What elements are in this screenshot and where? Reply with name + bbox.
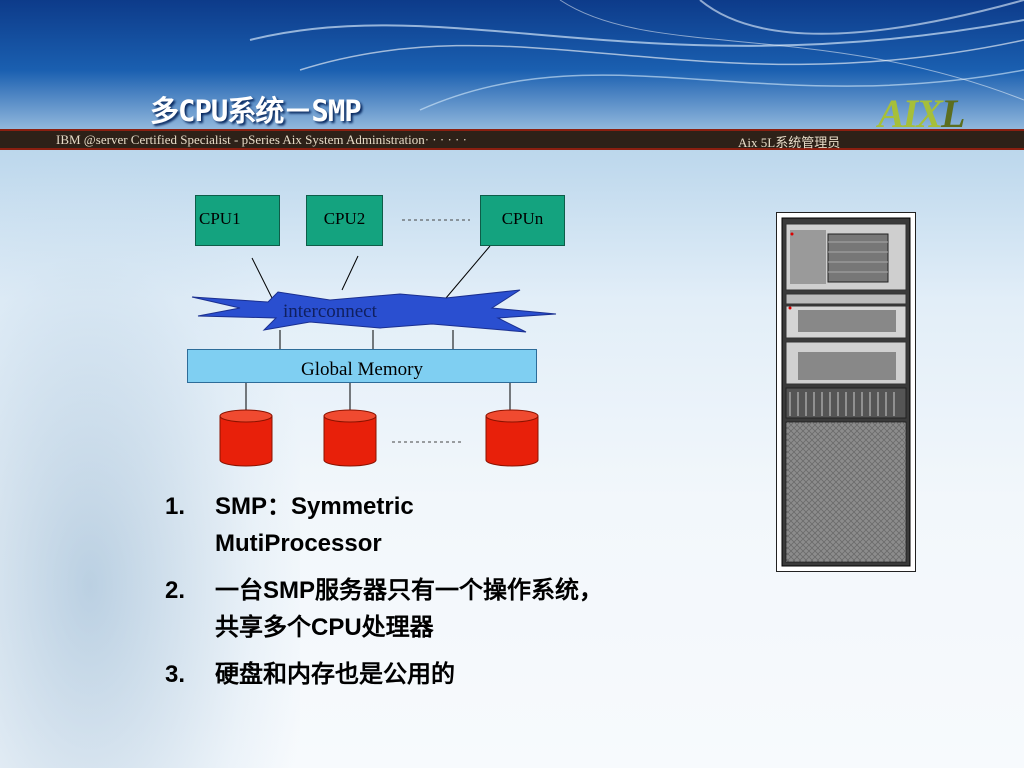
disk-3 [485, 409, 539, 467]
banner-course-title: IBM @server Certified Specialist - pSeri… [56, 132, 467, 147]
interconnect-label: interconnect [283, 301, 377, 322]
list-text-line: 一台SMP服务器只有一个操作系统， [215, 577, 604, 604]
logo-suffix: L [940, 91, 965, 136]
list-number: 2. [165, 577, 186, 604]
logo-text: AIX [878, 91, 943, 136]
list-number: 1. [165, 493, 186, 520]
list-item: 1. SMP：Symmetric MutiProcessor [165, 488, 725, 562]
cpu-box-n: CPUn [480, 195, 565, 246]
aix-logo: AIXL [878, 90, 965, 137]
cpu1-link [251, 257, 273, 299]
disk-2 [323, 409, 377, 467]
list-item: 2. 一台SMP服务器只有一个操作系统， 共享多个CPU处理器 [165, 572, 725, 646]
list-text-line: 共享多个CPU处理器 [215, 614, 434, 641]
slide-title: 多CPU系统－SMP [150, 94, 362, 128]
list-text-line: SMP：Symmetric [215, 493, 414, 520]
interconnect-shape [191, 289, 557, 333]
header-banner: IBM @server Certified Specialist - pSeri… [0, 129, 1024, 150]
list-text-line: 硬盘和内存也是公用的 [215, 661, 455, 688]
cpu-box-2: CPU2 [306, 195, 383, 246]
bullet-list: 1. SMP：Symmetric MutiProcessor 2. 一台SMP服… [165, 488, 725, 693]
diagram-connections [191, 219, 557, 467]
cpu-box-1: CPU1 [195, 195, 280, 246]
disk-1 [219, 409, 273, 467]
list-item: 3. 硬盘和内存也是公用的 [165, 656, 725, 693]
server-rack-image [776, 212, 916, 572]
list-number: 3. [165, 661, 186, 688]
header-swirl-decoration [249, 0, 1024, 111]
smp-diagram: CPU1 CPU2 CPUn interconnect Global Memor… [180, 190, 580, 480]
cpu2-link [341, 255, 359, 291]
list-text-line: MutiProcessor [215, 530, 382, 557]
cpun-link [445, 245, 491, 299]
global-memory-box: Global Memory [187, 349, 537, 383]
banner-course-name: Aix 5L系统管理员 [738, 135, 841, 150]
